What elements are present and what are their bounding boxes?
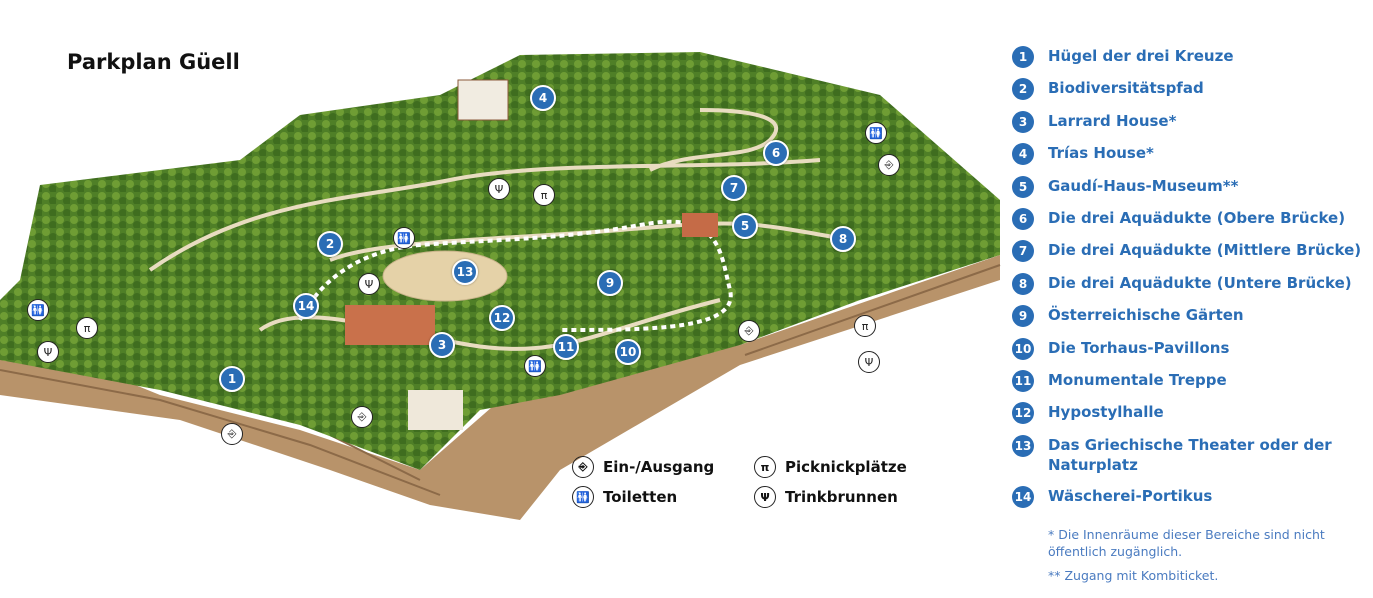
toilets-icon: 🚻: [865, 122, 887, 144]
drinking-fountain-icon: Ψ: [858, 351, 880, 373]
legend-fountain: Ψ Trinkbrunnen: [754, 486, 924, 508]
map-marker-5[interactable]: 5: [732, 213, 758, 239]
number-badge: 8: [1012, 272, 1034, 295]
map-marker-9[interactable]: 9: [597, 270, 623, 296]
park-terrain: [0, 52, 1000, 470]
drinking-fountain-icon: Ψ: [37, 341, 59, 363]
number-badge: 12: [1012, 402, 1034, 425]
map-marker-6[interactable]: 6: [763, 140, 789, 166]
terrain-cliff: [0, 255, 1000, 520]
number-badge: 10: [1012, 337, 1034, 360]
door-icon: ⎆: [351, 406, 373, 428]
legend-label: Trinkbrunnen: [785, 488, 898, 506]
door-icon: ⎆: [878, 154, 900, 176]
legend-item-label: Monumentale Treppe: [1048, 370, 1227, 389]
legend-item-label: Gaudí-Haus-Museum**: [1048, 176, 1239, 195]
map-marker-12[interactable]: 12: [489, 305, 515, 331]
legend-item-label: Die drei Aquädukte (Untere Brücke): [1048, 273, 1352, 292]
legend-item: 3 Larrard House*: [1012, 110, 1362, 143]
legend-item: 11 Monumentale Treppe: [1012, 369, 1362, 402]
gaudi-house: [682, 213, 718, 237]
legend-item-label: Das Griechische Theater oder der Naturpl…: [1048, 435, 1332, 474]
map-marker-14[interactable]: 14: [293, 293, 319, 319]
legend-item: 4 Trías House*: [1012, 143, 1362, 175]
number-badge: 1: [1012, 46, 1034, 68]
legend-item: 8 Die drei Aquädukte (Untere Brücke): [1012, 272, 1362, 305]
legend-item: 14 Wäscherei-Portikus: [1012, 485, 1362, 518]
legend-item-label: Trías House*: [1048, 144, 1154, 163]
larrard-house: [345, 305, 435, 345]
map-marker-2[interactable]: 2: [317, 231, 343, 257]
legend-item-label: Hügel der drei Kreuze: [1048, 47, 1234, 65]
points-legend: 1 Hügel der drei Kreuze 2 Biodiversitätspf…: [1012, 46, 1362, 518]
legend-item-label: Österreichische Gärten: [1048, 306, 1244, 325]
number-badge: 7: [1012, 240, 1034, 263]
footnote-two-star: ** Zugang mit Kombiticket.: [1048, 568, 1219, 583]
number-badge: 13: [1012, 434, 1034, 457]
legend-item-label: Die Torhaus-Pavillons: [1048, 338, 1230, 357]
legend-picnic: π Picknickplätze: [754, 456, 924, 478]
legend-label: Picknickplätze: [785, 458, 907, 476]
paths: [148, 108, 851, 351]
legend-item: 7 Die drei Aquädukte (Mittlere Brücke): [1012, 240, 1362, 272]
number-badge: 6: [1012, 207, 1034, 230]
page-title: Parkplan Güell: [67, 50, 240, 74]
legend-item: 13 Das Griechische Theater oder der Natur…: [1012, 434, 1362, 486]
legend-item: 9 Österreichische Gärten: [1012, 305, 1362, 337]
picnic-table-icon: π: [533, 184, 555, 206]
map-marker-3[interactable]: 3: [429, 332, 455, 358]
legend-item-label: Larrard House*: [1048, 111, 1177, 130]
map-marker-8[interactable]: 8: [830, 226, 856, 252]
picnic-table-icon: π: [76, 317, 98, 339]
legend-item-label: Biodiversitätspfad: [1048, 79, 1204, 98]
number-badge: 4: [1012, 143, 1034, 166]
legend-item-label: Wäscherei-Portikus: [1048, 486, 1213, 505]
legend-label: Ein-/Ausgang: [603, 458, 715, 476]
legend-toilets: 🚻 Toiletten: [572, 486, 754, 508]
number-badge: 14: [1012, 485, 1034, 508]
toilets-icon: 🚻: [572, 486, 594, 508]
map-marker-7[interactable]: 7: [721, 175, 747, 201]
drinking-fountain-icon: Ψ: [488, 178, 510, 200]
legend-item: 10 Die Torhaus-Pavillons: [1012, 337, 1362, 370]
number-badge: 2: [1012, 78, 1034, 101]
toilets-icon: 🚻: [393, 227, 415, 249]
legend-entrance: ⎆ Ein-/Ausgang: [572, 456, 754, 478]
toilets-icon: 🚻: [27, 299, 49, 321]
number-badge: 5: [1012, 175, 1034, 198]
map-marker-11[interactable]: 11: [553, 334, 579, 360]
door-icon: ⎆: [572, 456, 594, 478]
legend-item: 2 Biodiversitätspfad: [1012, 78, 1362, 110]
walking-route: [298, 219, 733, 332]
map-marker-13[interactable]: 13: [452, 259, 478, 285]
drinking-fountain-icon: Ψ: [754, 486, 776, 508]
park-map-illustration: [0, 52, 1001, 520]
greek-theatre: [382, 250, 508, 302]
drinking-fountain-icon: Ψ: [358, 273, 380, 295]
door-icon: ⎆: [738, 320, 760, 342]
trias-house: [457, 79, 509, 121]
toilets-icon: 🚻: [524, 355, 546, 377]
picnic-table-icon: π: [754, 456, 776, 478]
map-marker-4[interactable]: 4: [530, 85, 556, 111]
map-marker-10[interactable]: 10: [615, 339, 641, 365]
footnote-one-star: * Die Innenräume dieser Bereiche sind ni…: [1048, 527, 1325, 559]
number-badge: 11: [1012, 369, 1034, 392]
legend-item-label: Die drei Aquädukte (Mittlere Brücke): [1048, 241, 1362, 260]
legend-item-label: Die drei Aquädukte (Obere Brücke): [1048, 208, 1346, 227]
picnic-table-icon: π: [854, 315, 876, 337]
number-badge: 9: [1012, 305, 1034, 328]
legend-item: 6 Die drei Aquädukte (Obere Brücke): [1012, 207, 1362, 240]
map-marker-1[interactable]: 1: [219, 366, 245, 392]
facility-legend: ⎆ Ein-/Ausgang π Picknickplätze 🚻 Toiletten…: [572, 456, 924, 508]
number-badge: 3: [1012, 110, 1034, 133]
legend-item: 5 Gaudí-Haus-Museum**: [1012, 175, 1362, 208]
door-icon: ⎆: [221, 423, 243, 445]
gatehouse: [408, 390, 463, 430]
legend-label: Toiletten: [603, 488, 678, 506]
legend-item: 12 Hypostylhalle: [1012, 402, 1362, 434]
legend-item-label: Hypostylhalle: [1048, 403, 1164, 422]
legend-item: 1 Hügel der drei Kreuze: [1012, 46, 1362, 78]
